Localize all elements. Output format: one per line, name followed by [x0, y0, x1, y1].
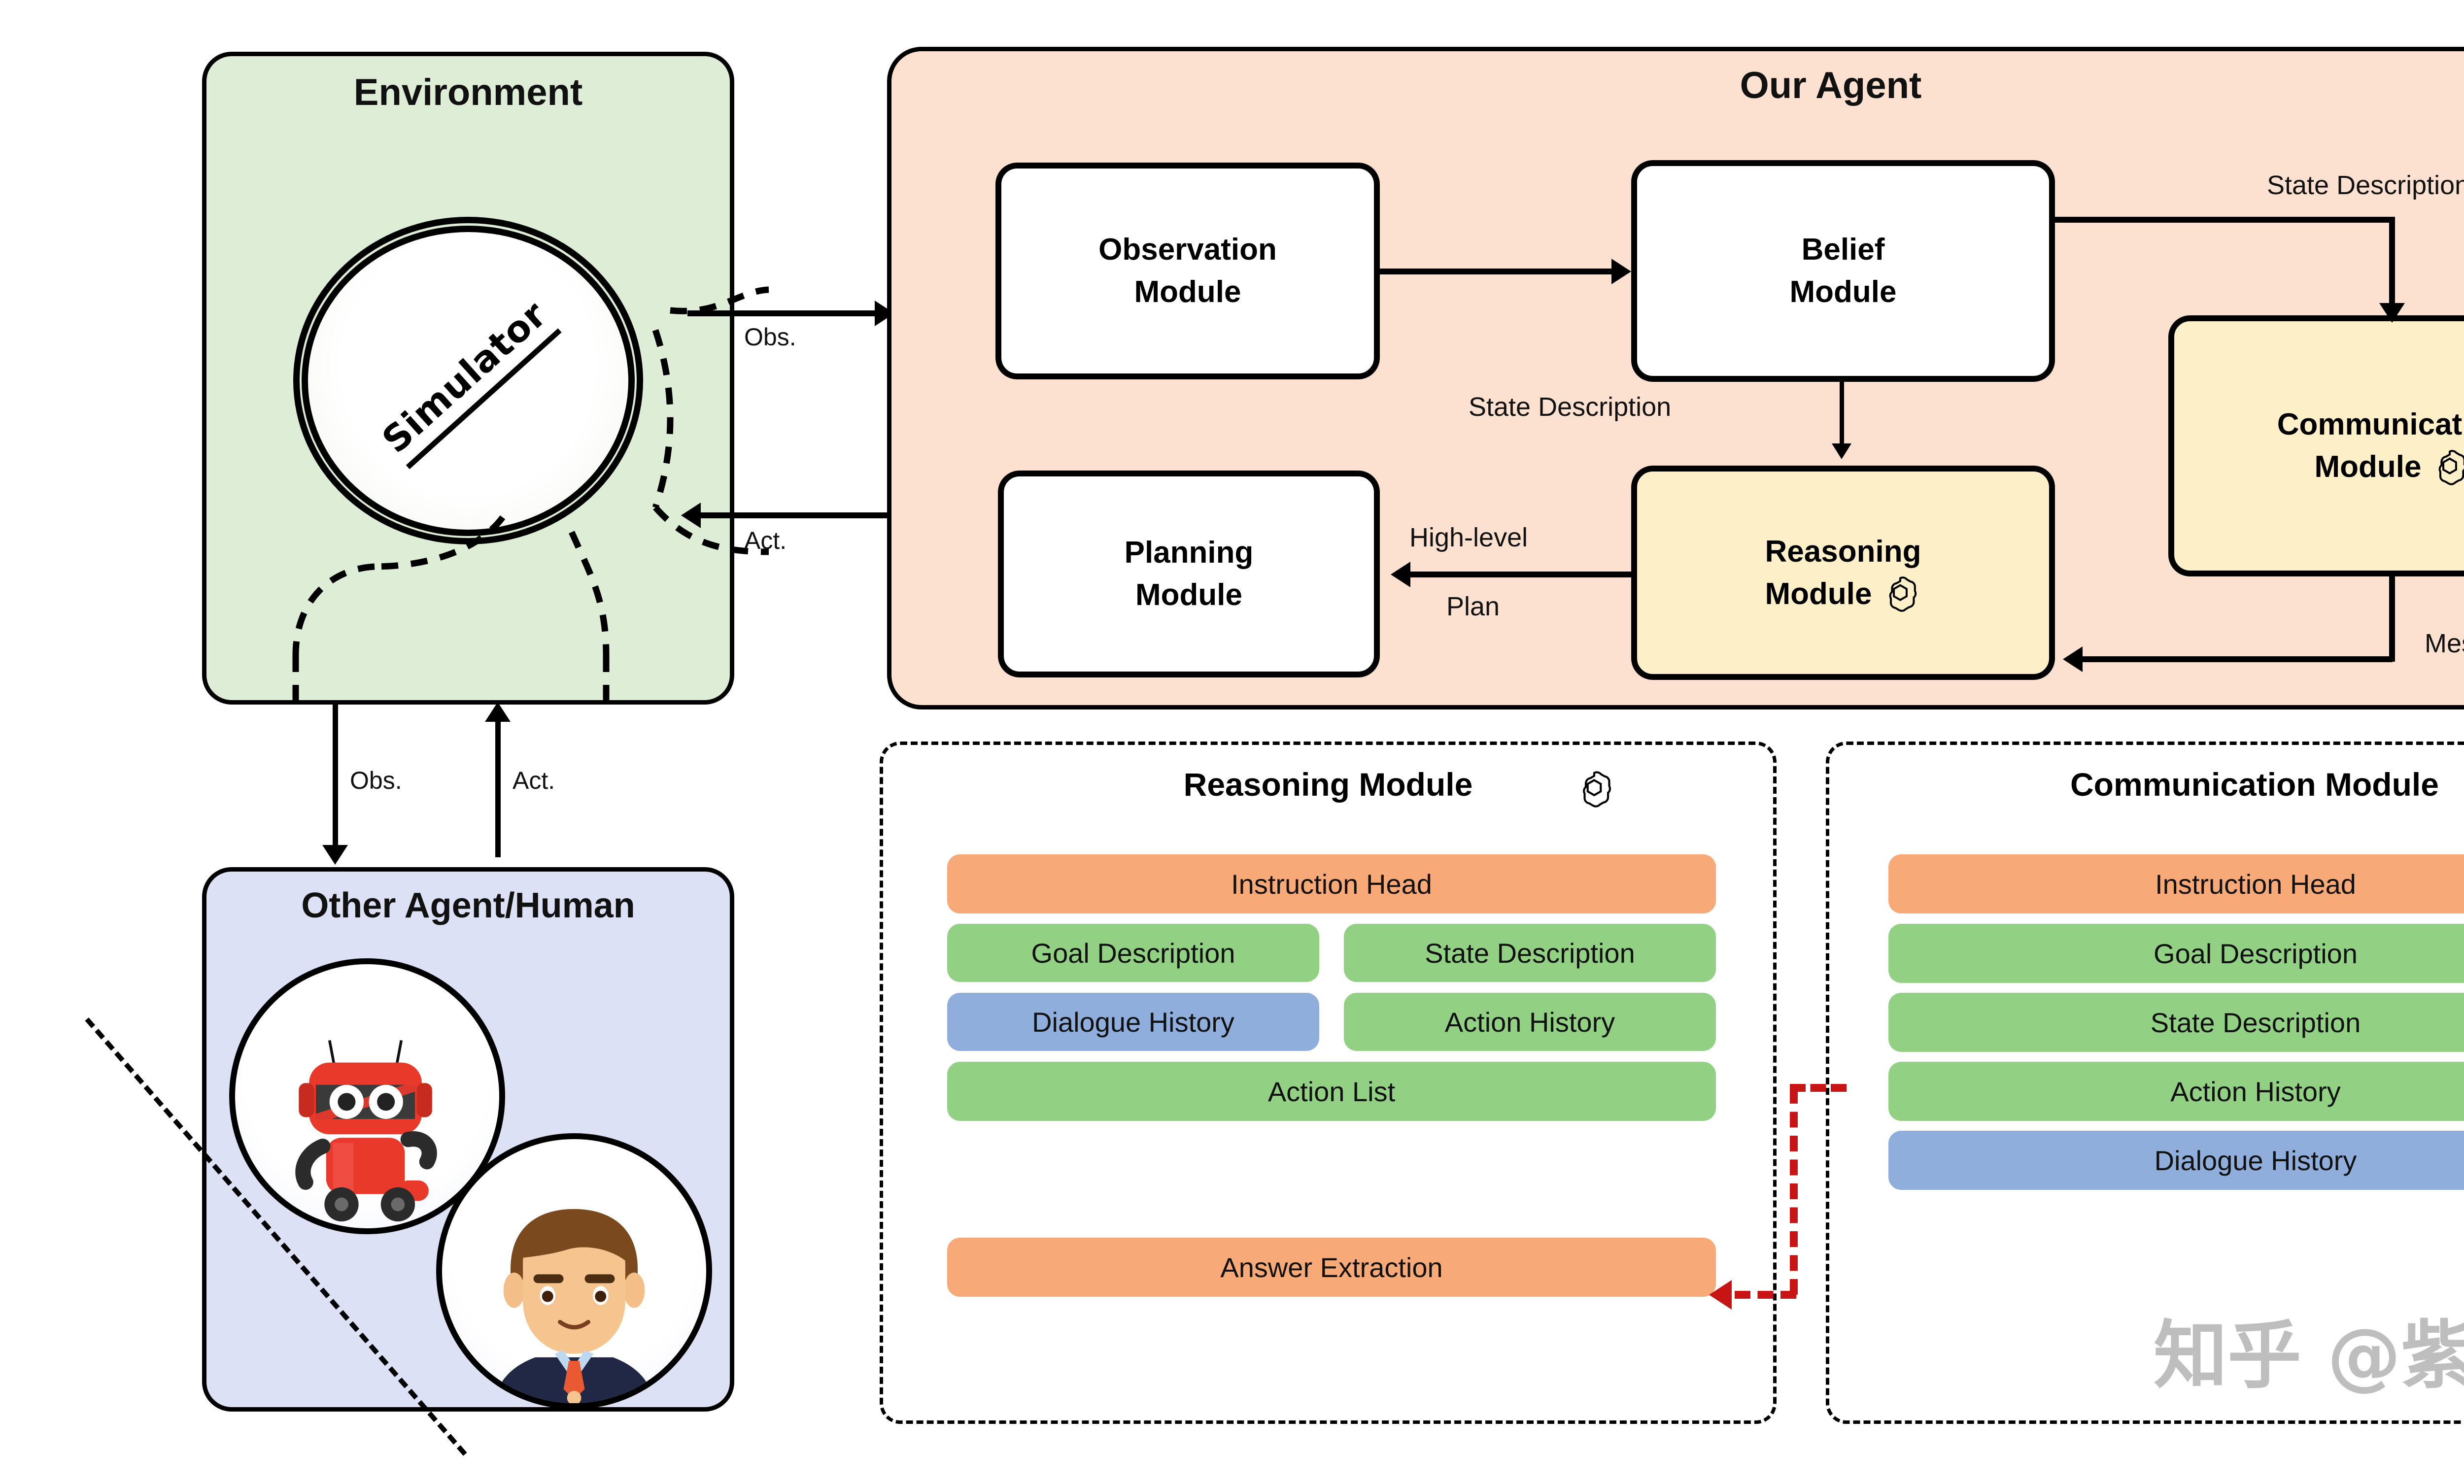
belief-module-line2: Module — [1789, 275, 1897, 309]
act-up-arrowhead — [485, 702, 511, 722]
communication-to-reasoning-arrowhead — [2063, 646, 2083, 672]
obs-down-arrowhead — [322, 845, 348, 865]
reasoning-row-action-list[interactable]: Action List — [947, 1062, 1716, 1121]
reasoning-row-answer-extraction[interactable]: Answer Extraction — [947, 1238, 1716, 1297]
reasoning-row-label: Goal Description — [1031, 937, 1235, 969]
reasoning-module-detail-panel: Reasoning Module Instruction Head Goal D… — [880, 742, 1777, 1424]
openai-logo-icon — [1583, 771, 1611, 808]
communication-row-instruction-head[interactable]: Instruction Head — [1888, 854, 2464, 913]
communication-row-action-history[interactable]: Action History — [1888, 1062, 2464, 1121]
reasoning-module-box[interactable]: Reasoning Module — [1631, 466, 2055, 680]
obs-edge-line — [687, 310, 885, 316]
belief-to-communication-hline — [2055, 217, 2395, 223]
observation-to-belief-arrowhead — [1611, 259, 1631, 284]
other-agent-human-title: Other Agent/Human — [301, 886, 635, 925]
communication-row-goal-description[interactable]: Goal Description — [1888, 924, 2464, 983]
planning-module-line1: Planning — [1124, 536, 1254, 570]
observation-to-belief-line — [1380, 269, 1616, 274]
communication-row-label: Goal Description — [2154, 938, 2358, 969]
communication-to-reasoning-label: Message — [2425, 629, 2464, 658]
belief-to-reasoning-arrowhead — [1832, 443, 1851, 459]
environment-title: Environment — [353, 71, 583, 113]
person-icon — [494, 1209, 654, 1403]
belief-module-box[interactable]: Belief Module — [1631, 160, 2055, 382]
act-up-label: Act. — [513, 767, 555, 794]
openai-logo-icon — [1889, 576, 1917, 612]
communication-module-line2: Module — [2314, 450, 2422, 484]
reasoning-to-planning-label-2: Plan — [1446, 592, 1500, 621]
obs-edge-label: Obs. — [744, 323, 796, 351]
simulator-label: Simulator — [374, 293, 562, 469]
communication-row-dialogue-history[interactable]: Dialogue History — [1888, 1131, 2464, 1190]
openai-logo-icon — [2439, 449, 2464, 485]
dialogue-to-action-list-red-vline — [1790, 1088, 1798, 1295]
reasoning-to-planning-label-1: High-level — [1409, 523, 1528, 552]
communication-row-label: State Description — [2150, 1007, 2361, 1038]
reasoning-row-state-description[interactable]: State Description — [1344, 924, 1716, 982]
belief-to-communication-arrowhead — [2379, 303, 2405, 323]
reasoning-to-planning-line — [1409, 572, 1631, 577]
belief-to-reasoning-line — [1840, 382, 1844, 453]
observation-module-box[interactable]: Observation Module — [995, 163, 1380, 379]
reasoning-row-label: State Description — [1425, 937, 1635, 969]
communication-module-line1: Communication — [2277, 407, 2464, 442]
simulator-label-wrap: Simulator — [302, 226, 635, 536]
reasoning-row-dialogue-history[interactable]: Dialogue History — [947, 993, 1319, 1051]
reasoning-detail-title: Reasoning Module — [1183, 766, 1473, 803]
reasoning-row-action-history[interactable]: Action History — [1344, 993, 1716, 1051]
act-edge-label: Act. — [744, 527, 787, 554]
communication-row-label: Action History — [2170, 1076, 2341, 1107]
communication-to-reasoning-hline — [2082, 656, 2393, 662]
communication-detail-title: Communication Module — [2070, 766, 2439, 803]
act-up-line — [495, 709, 501, 857]
robot-icon — [295, 1040, 437, 1222]
reasoning-row-label: Answer Extraction — [1220, 1251, 1443, 1283]
dialogue-to-action-list-red-hbottom — [1735, 1291, 1796, 1299]
belief-to-communication-label: State Description — [2267, 170, 2464, 200]
our-agent-title: Our Agent — [1740, 65, 1922, 106]
watermark: 知乎 @紫气东来 — [2154, 1313, 2464, 1399]
reasoning-row-goal-description[interactable]: Goal Description — [947, 924, 1319, 982]
communication-row-label: Instruction Head — [2155, 868, 2356, 900]
observation-module-line1: Observation — [1098, 233, 1277, 267]
reasoning-row-label: Action List — [1267, 1076, 1396, 1107]
communication-module-detail-panel: Communication Module Instruction Head Go… — [1826, 742, 2464, 1424]
human-avatar — [436, 1133, 712, 1409]
planning-module-line2: Module — [1135, 578, 1242, 612]
reasoning-module-line2: Module — [1765, 576, 1872, 611]
dialogue-to-action-list-red-htop — [1790, 1084, 1847, 1092]
reasoning-module-line1: Reasoning — [1765, 534, 1921, 569]
belief-module-line1: Belief — [1801, 233, 1885, 267]
communication-module-box[interactable]: Communication Module — [2168, 315, 2464, 576]
obs-down-label: Obs. — [350, 767, 402, 794]
dialogue-to-action-list-red-arrowhead — [1709, 1280, 1732, 1310]
belief-to-communication-vline — [2389, 217, 2395, 318]
belief-to-reasoning-label: State Description — [1469, 392, 1672, 422]
communication-to-reasoning-vline — [2389, 575, 2395, 662]
communication-row-label: Dialogue History — [2154, 1145, 2357, 1176]
observation-module-line2: Module — [1134, 275, 1241, 309]
reasoning-row-instruction-head[interactable]: Instruction Head — [947, 854, 1716, 913]
communication-row-state-description[interactable]: State Description — [1888, 993, 2464, 1052]
act-edge-line — [700, 512, 890, 518]
act-edge-arrowhead — [681, 503, 701, 528]
planning-module-box[interactable]: Planning Module — [998, 471, 1380, 677]
obs-down-line — [333, 705, 338, 852]
reasoning-row-label: Instruction Head — [1231, 868, 1432, 900]
reasoning-row-label: Action History — [1444, 1006, 1615, 1038]
reasoning-row-label: Dialogue History — [1032, 1006, 1234, 1038]
reasoning-to-planning-arrowhead — [1391, 562, 1410, 587]
